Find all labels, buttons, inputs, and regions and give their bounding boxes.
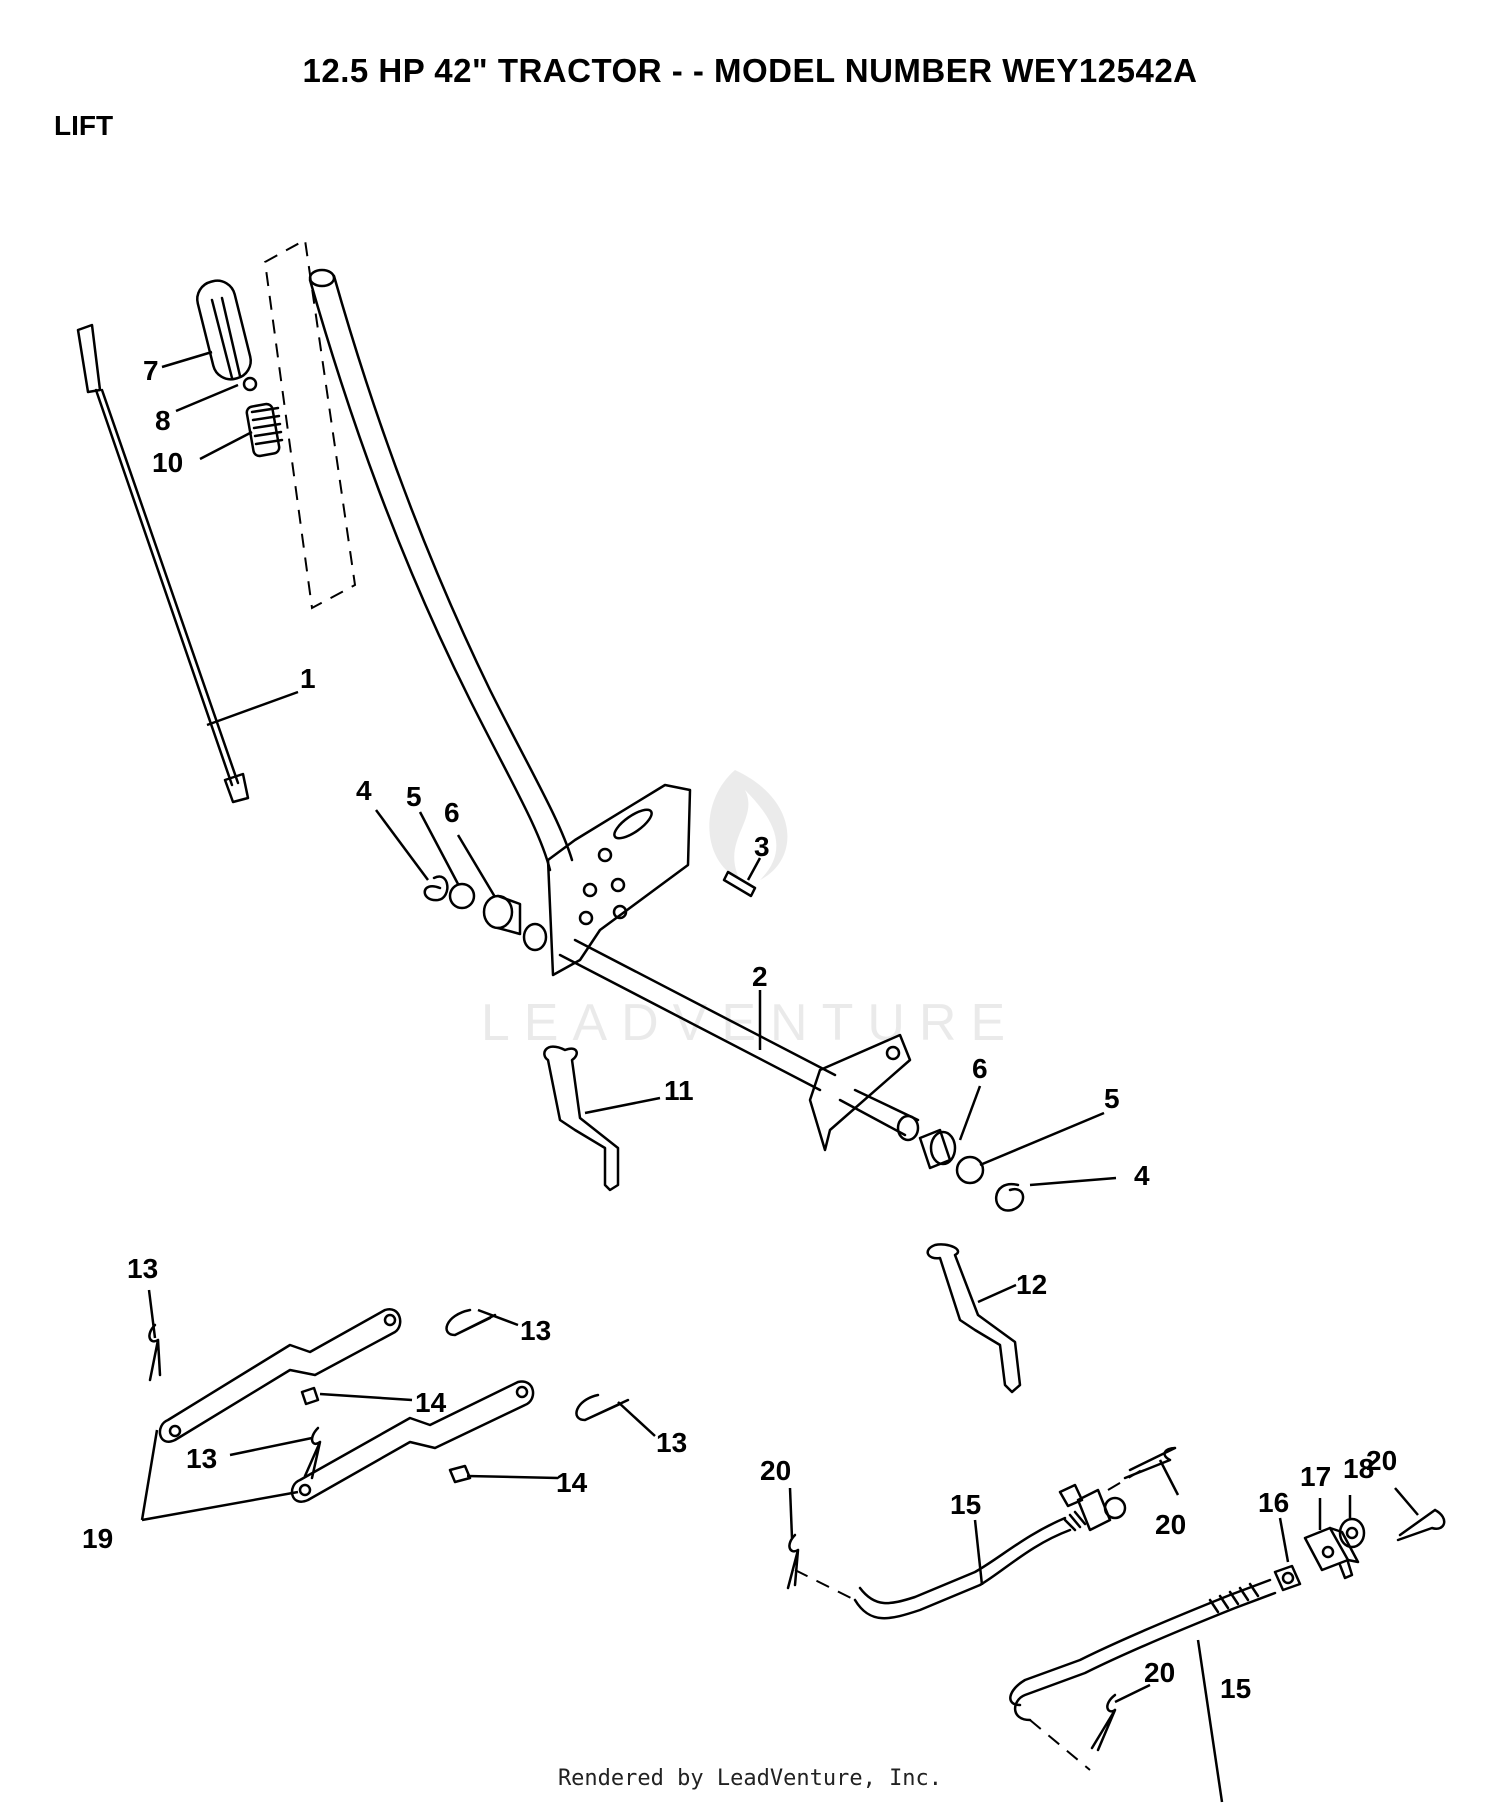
callout-14-a: 14 (415, 1387, 447, 1418)
callout-20-a: 20 (760, 1455, 791, 1486)
callout-2: 2 (752, 961, 768, 992)
callout-15-a: 15 (950, 1489, 981, 1520)
footer-credit: Rendered by LeadVenture, Inc. (557, 1766, 943, 1791)
callout-10: 10 (152, 447, 183, 478)
watermark: LEADVENTURE (481, 770, 1019, 1052)
part-14-pin-a (300, 1386, 320, 1406)
part-10-spring (245, 402, 284, 458)
part-15-lower-dashed-leader (1029, 1719, 1091, 1771)
part-3-pin (722, 870, 757, 898)
part-15-lift-rod-lower (1009, 1578, 1277, 1722)
part-17-trunnion (1303, 1526, 1360, 1580)
leadventure-flame-logo-icon (709, 770, 788, 880)
callout-20-d: 20 (1144, 1657, 1175, 1688)
part-20-hairpin-d (1090, 1693, 1117, 1752)
part-20-hairpin-c (1396, 1508, 1446, 1542)
part-8-ball (242, 376, 258, 392)
callout-14-b: 14 (556, 1467, 588, 1498)
callout-20-b: 20 (1155, 1509, 1186, 1540)
part-13-hairpin-d (575, 1393, 630, 1422)
part-2-lift-shaft (546, 783, 920, 1152)
part-6-bushing-right (918, 1128, 957, 1170)
callout-15-b: 15 (1220, 1673, 1251, 1704)
callout-20-c: 20 (1366, 1445, 1397, 1476)
part-11-lift-link (543, 1045, 620, 1192)
callout-19: 19 (82, 1523, 113, 1554)
part-18-nut (1338, 1517, 1366, 1549)
part-15-upper-dashed-leader (794, 1569, 856, 1601)
callout-5-left: 5 (406, 781, 422, 812)
page-title: 12.5 HP 42" TRACTOR - - MODEL NUMBER WEY… (302, 52, 1198, 89)
part-5-washer-left (448, 882, 476, 910)
callout-8: 8 (155, 405, 171, 436)
part-20-hairpin-b (1123, 1446, 1177, 1480)
part-1-lift-rod (76, 323, 250, 804)
part-12-lift-link (926, 1243, 1022, 1394)
part-5-washer-right (955, 1155, 985, 1185)
part-16-nut (1273, 1564, 1302, 1592)
part-13-hairpin-a (148, 1323, 162, 1382)
part-4-clip-left (423, 875, 449, 902)
callout-13-a: 13 (127, 1253, 158, 1284)
part-13-hairpin-c (303, 1426, 322, 1480)
part-4-clip-right (995, 1182, 1025, 1212)
part-14-pin-b (448, 1464, 472, 1484)
part-2-lift-lever-handle (308, 268, 574, 872)
callout-11: 11 (664, 1075, 694, 1106)
callout-6-left: 6 (444, 797, 460, 828)
part-15-lift-rod-upper (853, 1483, 1127, 1620)
callout-4-right: 4 (1134, 1160, 1150, 1191)
callout-1: 1 (300, 663, 316, 694)
callout-13-c: 13 (186, 1443, 217, 1474)
callout-12: 12 (1016, 1269, 1047, 1300)
callout-6-right: 6 (972, 1053, 988, 1084)
callout-4-left: 4 (356, 775, 372, 806)
part-6-bushing-left-2 (522, 922, 548, 952)
callout-17: 17 (1300, 1461, 1331, 1492)
callout-13-b: 13 (520, 1315, 551, 1346)
callout-3: 3 (754, 831, 770, 862)
callout-5-right: 5 (1104, 1083, 1120, 1114)
part-6-bushing-left (482, 894, 522, 936)
leader-lines (140, 350, 1419, 1803)
grip-assembly-dashed-outline (263, 238, 357, 610)
callout-16: 16 (1258, 1487, 1289, 1518)
section-label: LIFT (54, 110, 114, 141)
part-7-grip (196, 279, 252, 381)
part-13-hairpin-b (445, 1308, 497, 1337)
callout-18: 18 (1343, 1453, 1374, 1484)
watermark-text: LEADVENTURE (481, 994, 1019, 1052)
callout-numbers: 7 8 10 1 4 5 6 3 2 6 5 4 11 12 13 13 14 … (82, 355, 1397, 1704)
part-20-hairpin-a (786, 1533, 800, 1590)
callout-13-d: 13 (656, 1427, 687, 1458)
callout-7: 7 (143, 355, 159, 386)
